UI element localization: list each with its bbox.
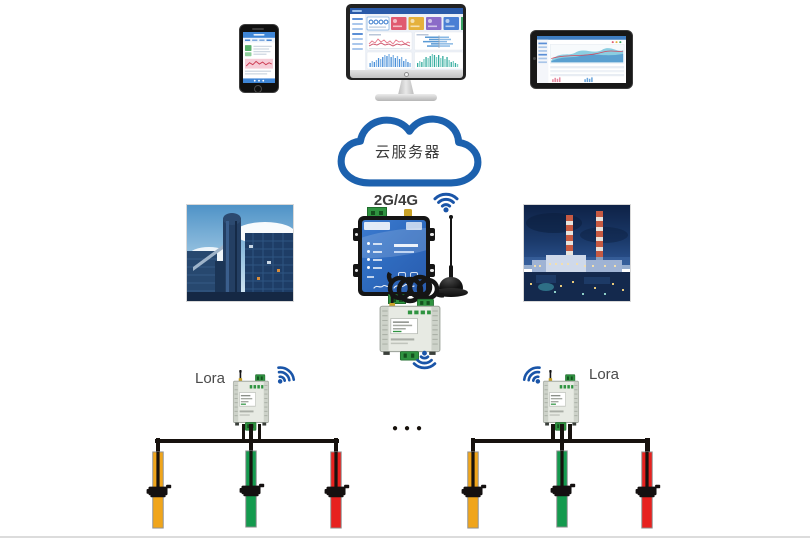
gateway-label: 2G/4G	[373, 192, 419, 209]
sensor-green	[237, 450, 265, 528]
wire-bus	[155, 438, 339, 443]
plant-photo-day	[186, 204, 294, 302]
plant-photo-night	[523, 204, 631, 302]
wifi-icon-gateway	[429, 186, 463, 214]
phone-home-button	[254, 85, 262, 93]
continuation-dots: ●●●	[391, 423, 429, 434]
monitor-dashboard-screen	[349, 7, 463, 70]
tablet-camera	[533, 57, 536, 60]
antenna-dome	[439, 277, 463, 290]
gateway-antenna-connector	[404, 209, 412, 217]
wire	[257, 424, 261, 441]
wire	[333, 438, 338, 457]
sensor-yellow	[459, 451, 487, 529]
wire	[241, 424, 245, 441]
antenna-base-disc	[434, 288, 468, 297]
wire	[470, 438, 475, 457]
cloud-label: 云服务器	[374, 144, 441, 161]
wire	[155, 438, 160, 457]
monitor-stand-neck	[398, 80, 414, 95]
desktop-monitor	[346, 4, 466, 80]
tablet-dashboard-screen	[537, 36, 626, 83]
lora-right-label: Lora	[588, 366, 620, 383]
monitor-chin	[349, 70, 463, 78]
magnetic-antenna	[380, 215, 480, 305]
phone-screen	[243, 32, 275, 83]
lora-node-left	[232, 370, 270, 432]
wire-bus	[470, 438, 650, 443]
lora-left-label: Lora	[194, 370, 226, 387]
wire	[551, 424, 555, 441]
lora-node-right	[542, 370, 580, 432]
wire	[645, 438, 650, 457]
sensor-red	[633, 451, 661, 529]
tablet	[530, 30, 633, 89]
wire	[568, 424, 572, 441]
sensor-green	[548, 450, 576, 528]
antenna-cable-coil	[386, 271, 444, 304]
phone-earpiece	[252, 28, 264, 30]
wifi-icon-lora-left	[266, 355, 305, 394]
bottom-divider	[0, 536, 810, 538]
smartphone	[239, 24, 279, 93]
monitor-logo	[403, 72, 409, 77]
sensor-yellow	[144, 451, 172, 529]
cloud-icon	[337, 115, 482, 187]
wifi-icon-downlink	[409, 347, 440, 378]
monitor-stand-base	[375, 94, 437, 101]
sensor-red	[322, 451, 350, 529]
